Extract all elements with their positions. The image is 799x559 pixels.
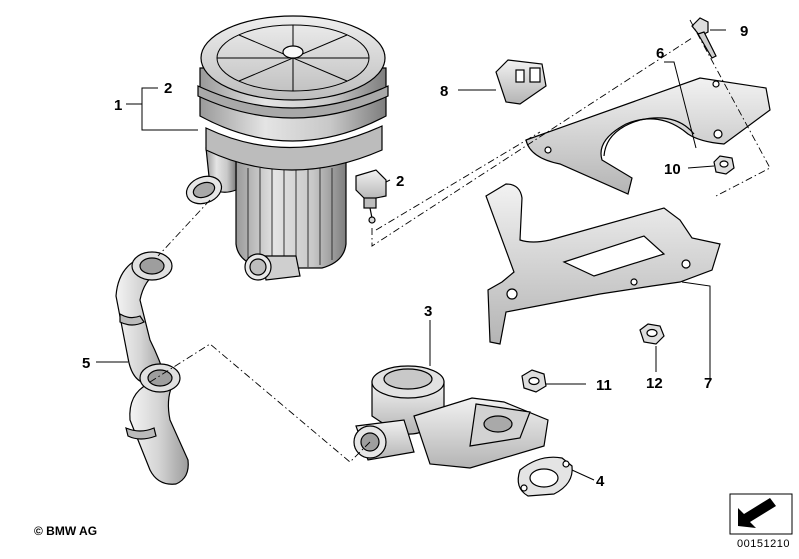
upper-bracket: [525, 77, 771, 195]
callout-2-pump: 2: [164, 80, 172, 97]
check-valve: [353, 365, 549, 469]
callout-12: 12: [646, 375, 663, 392]
callout-6: 6: [656, 45, 664, 62]
callout-5: 5: [82, 355, 90, 372]
nut-10: [713, 155, 735, 175]
document-number: 00151210: [737, 538, 790, 550]
callout-2-connector: 2: [396, 173, 404, 190]
assembly-lines: [149, 19, 771, 463]
nut-11: [521, 369, 547, 393]
callout-11: 11: [596, 377, 612, 394]
bolt: [691, 17, 717, 59]
callout-8: 8: [440, 83, 448, 100]
callout-10: 10: [664, 161, 681, 178]
direction-arrow-icon: [729, 493, 793, 535]
air-pump: [185, 15, 389, 281]
copyright-label: © BMW AG: [34, 524, 98, 538]
lower-bracket: [485, 183, 721, 345]
callout-4: 4: [596, 473, 605, 490]
leader-lines: [96, 29, 726, 481]
clip: [495, 59, 547, 105]
callout-3: 3: [424, 303, 432, 320]
callout-9: 9: [740, 23, 748, 40]
callout-1: 1: [114, 97, 122, 114]
air-hose: [115, 251, 189, 485]
electrical-connector: [355, 169, 387, 224]
gasket: [517, 456, 573, 497]
callout-7: 7: [704, 375, 712, 392]
nut-12: [639, 323, 665, 345]
